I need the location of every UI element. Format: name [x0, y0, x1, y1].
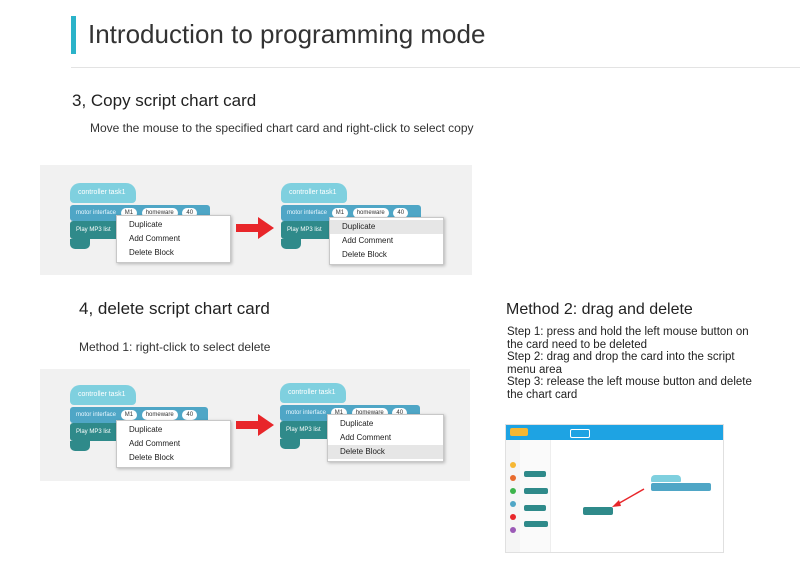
menu-item-delete-block[interactable]: Delete Block [342, 250, 387, 259]
step-2: Step 2: drag and drop the card into the … [507, 351, 735, 376]
category-dot-icon [510, 488, 516, 494]
delete-block-after: controller task1 motor interface M1 home… [280, 383, 420, 449]
block-tail [281, 239, 301, 249]
arrow-right-icon [236, 217, 274, 239]
motor-label: motor interface [76, 412, 117, 418]
play-block: Play MP3 list [70, 221, 125, 239]
category-dot-icon [510, 514, 516, 520]
drag-arrow-icon [612, 488, 645, 507]
category-dot-icon [510, 475, 516, 481]
workspace-hat-block [651, 475, 681, 482]
editor-logo [510, 428, 528, 436]
block-hat-label: controller task1 [78, 391, 126, 398]
menu-item-add-comment[interactable]: Add Comment [340, 433, 392, 442]
block-tail [70, 239, 90, 249]
menu-item-delete-block[interactable]: Delete Block [129, 453, 174, 462]
motor-mode: homeware [352, 208, 389, 218]
menu-item-duplicate[interactable]: Duplicate [330, 220, 443, 234]
step-1: Step 1: press and hold the left mouse bu… [507, 326, 749, 351]
section-3-heading: 3, Copy script chart card [72, 91, 257, 110]
menu-item-delete-block[interactable]: Delete Block [328, 445, 443, 459]
context-menu-delete-before: Duplicate Add Comment Delete Block [116, 420, 231, 468]
motor-mode: homeware [141, 410, 178, 420]
motor-port: M1 [331, 208, 349, 218]
menu-item-add-comment[interactable]: Add Comment [129, 439, 181, 448]
category-dot-icon [510, 501, 516, 507]
workspace-motor-block [651, 483, 711, 491]
block-hat-label: controller task1 [288, 389, 336, 396]
play-block: Play MP3 list [70, 423, 125, 441]
menu-item-duplicate[interactable]: Duplicate [340, 419, 374, 428]
step-3: Step 3: release the left mouse button an… [507, 376, 752, 401]
motor-label: motor interface [286, 410, 327, 416]
editor-category-sidebar [506, 440, 520, 552]
editor-screenshot [505, 424, 724, 553]
menu-item-add-comment[interactable]: Add Comment [342, 236, 394, 245]
editor-toolbar [506, 425, 723, 440]
block-hat-label: controller task1 [78, 189, 126, 196]
method-2-steps: Step 1: press and hold the left mouse bu… [507, 326, 757, 401]
editor-block-palette [520, 440, 551, 552]
play-block: Play MP3 list [280, 421, 335, 439]
play-block: Play MP3 list [281, 221, 336, 239]
palette-block [524, 521, 548, 527]
block-tail [280, 439, 300, 449]
method-1-text: Method 1: right-click to select delete [79, 340, 271, 354]
motor-port: M1 [330, 408, 348, 418]
motor-value: 40 [182, 208, 198, 218]
dragged-block[interactable] [583, 507, 613, 515]
motor-value: 40 [182, 410, 198, 420]
motor-port: M1 [120, 208, 138, 218]
motor-block: motor interface M1 homeware 40 [70, 407, 208, 423]
category-dot-icon [510, 527, 516, 533]
motor-value: 40 [393, 208, 409, 218]
method-2-heading: Method 2: drag and delete [506, 301, 693, 318]
menu-item-duplicate[interactable]: Duplicate [129, 220, 163, 229]
motor-mode: homeware [141, 208, 178, 218]
category-dot-icon [510, 462, 516, 468]
motor-mode: homeware [351, 408, 388, 418]
menu-item-duplicate[interactable]: Duplicate [129, 425, 163, 434]
motor-port: M1 [120, 410, 138, 420]
context-menu-delete-after: Duplicate Add Comment Delete Block [327, 414, 444, 462]
motor-label: motor interface [76, 210, 117, 216]
section-3-instruction: Move the mouse to the specified chart ca… [90, 121, 474, 135]
block-tail [70, 441, 90, 451]
menu-item-delete-block[interactable]: Delete Block [129, 248, 174, 257]
palette-block [524, 488, 548, 494]
menu-item-add-comment[interactable]: Add Comment [129, 234, 181, 243]
header-divider [71, 67, 800, 68]
editor-tab-button [570, 429, 590, 438]
arrow-right-icon [236, 414, 274, 436]
section-4-heading: 4, delete script chart card [79, 299, 270, 318]
palette-block [524, 505, 546, 511]
page-title: Introduction to programming mode [88, 19, 486, 49]
motor-label: motor interface [287, 210, 328, 216]
context-menu-copy-before: Duplicate Add Comment Delete Block [116, 215, 231, 263]
palette-block [524, 471, 546, 477]
delete-block-before: controller task1 motor interface M1 home… [70, 385, 208, 451]
block-hat-label: controller task1 [289, 189, 337, 196]
title-accent-bar [71, 16, 76, 54]
motor-value: 40 [392, 408, 408, 418]
context-menu-copy-after: Duplicate Add Comment Delete Block [329, 217, 444, 265]
